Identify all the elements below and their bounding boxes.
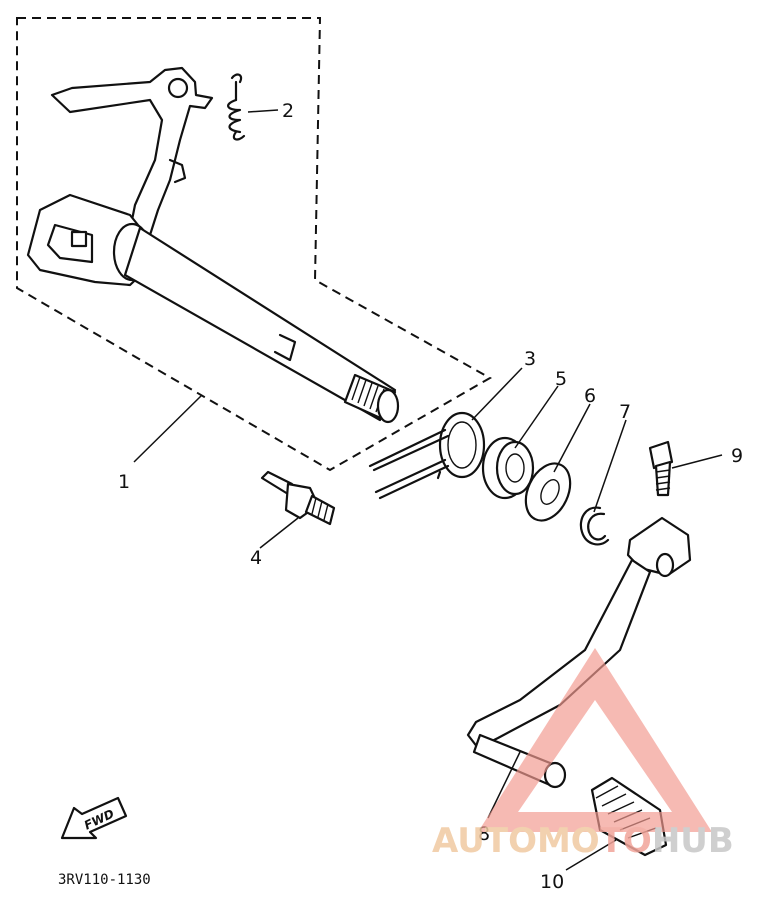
oil-seal-part-5 bbox=[481, 436, 535, 500]
stopper-bolt-part-4 bbox=[260, 470, 336, 526]
assembly-boundary-dashed bbox=[16, 17, 493, 472]
callout-5: 5 bbox=[555, 368, 567, 390]
callout-2: 2 bbox=[282, 100, 294, 122]
circlip-part-7 bbox=[579, 506, 610, 546]
shift-shaft-assembly bbox=[26, 66, 400, 424]
callout-10: 10 bbox=[540, 871, 564, 893]
callout-3: 3 bbox=[524, 348, 536, 370]
watermark-triangle-icon bbox=[478, 648, 712, 832]
callout-4: 4 bbox=[250, 547, 262, 569]
spring-part-2 bbox=[227, 73, 246, 141]
fwd-arrow-icon: FWD bbox=[60, 796, 128, 840]
callout-9: 9 bbox=[731, 445, 743, 467]
bolt-part-9 bbox=[648, 440, 674, 497]
callout-1: 1 bbox=[118, 471, 130, 493]
washer-part-6 bbox=[524, 462, 572, 522]
leader-lines bbox=[133, 109, 723, 871]
diagram-code: 3RV110-1130 bbox=[58, 872, 151, 888]
callout-6: 6 bbox=[584, 385, 596, 407]
watermark-logo: AUTOMOTOHUB bbox=[432, 648, 734, 861]
torsion-spring-part-3 bbox=[368, 411, 486, 500]
watermark-text: AUTOMOTOHUB bbox=[432, 821, 734, 861]
callout-7: 7 bbox=[619, 401, 631, 423]
